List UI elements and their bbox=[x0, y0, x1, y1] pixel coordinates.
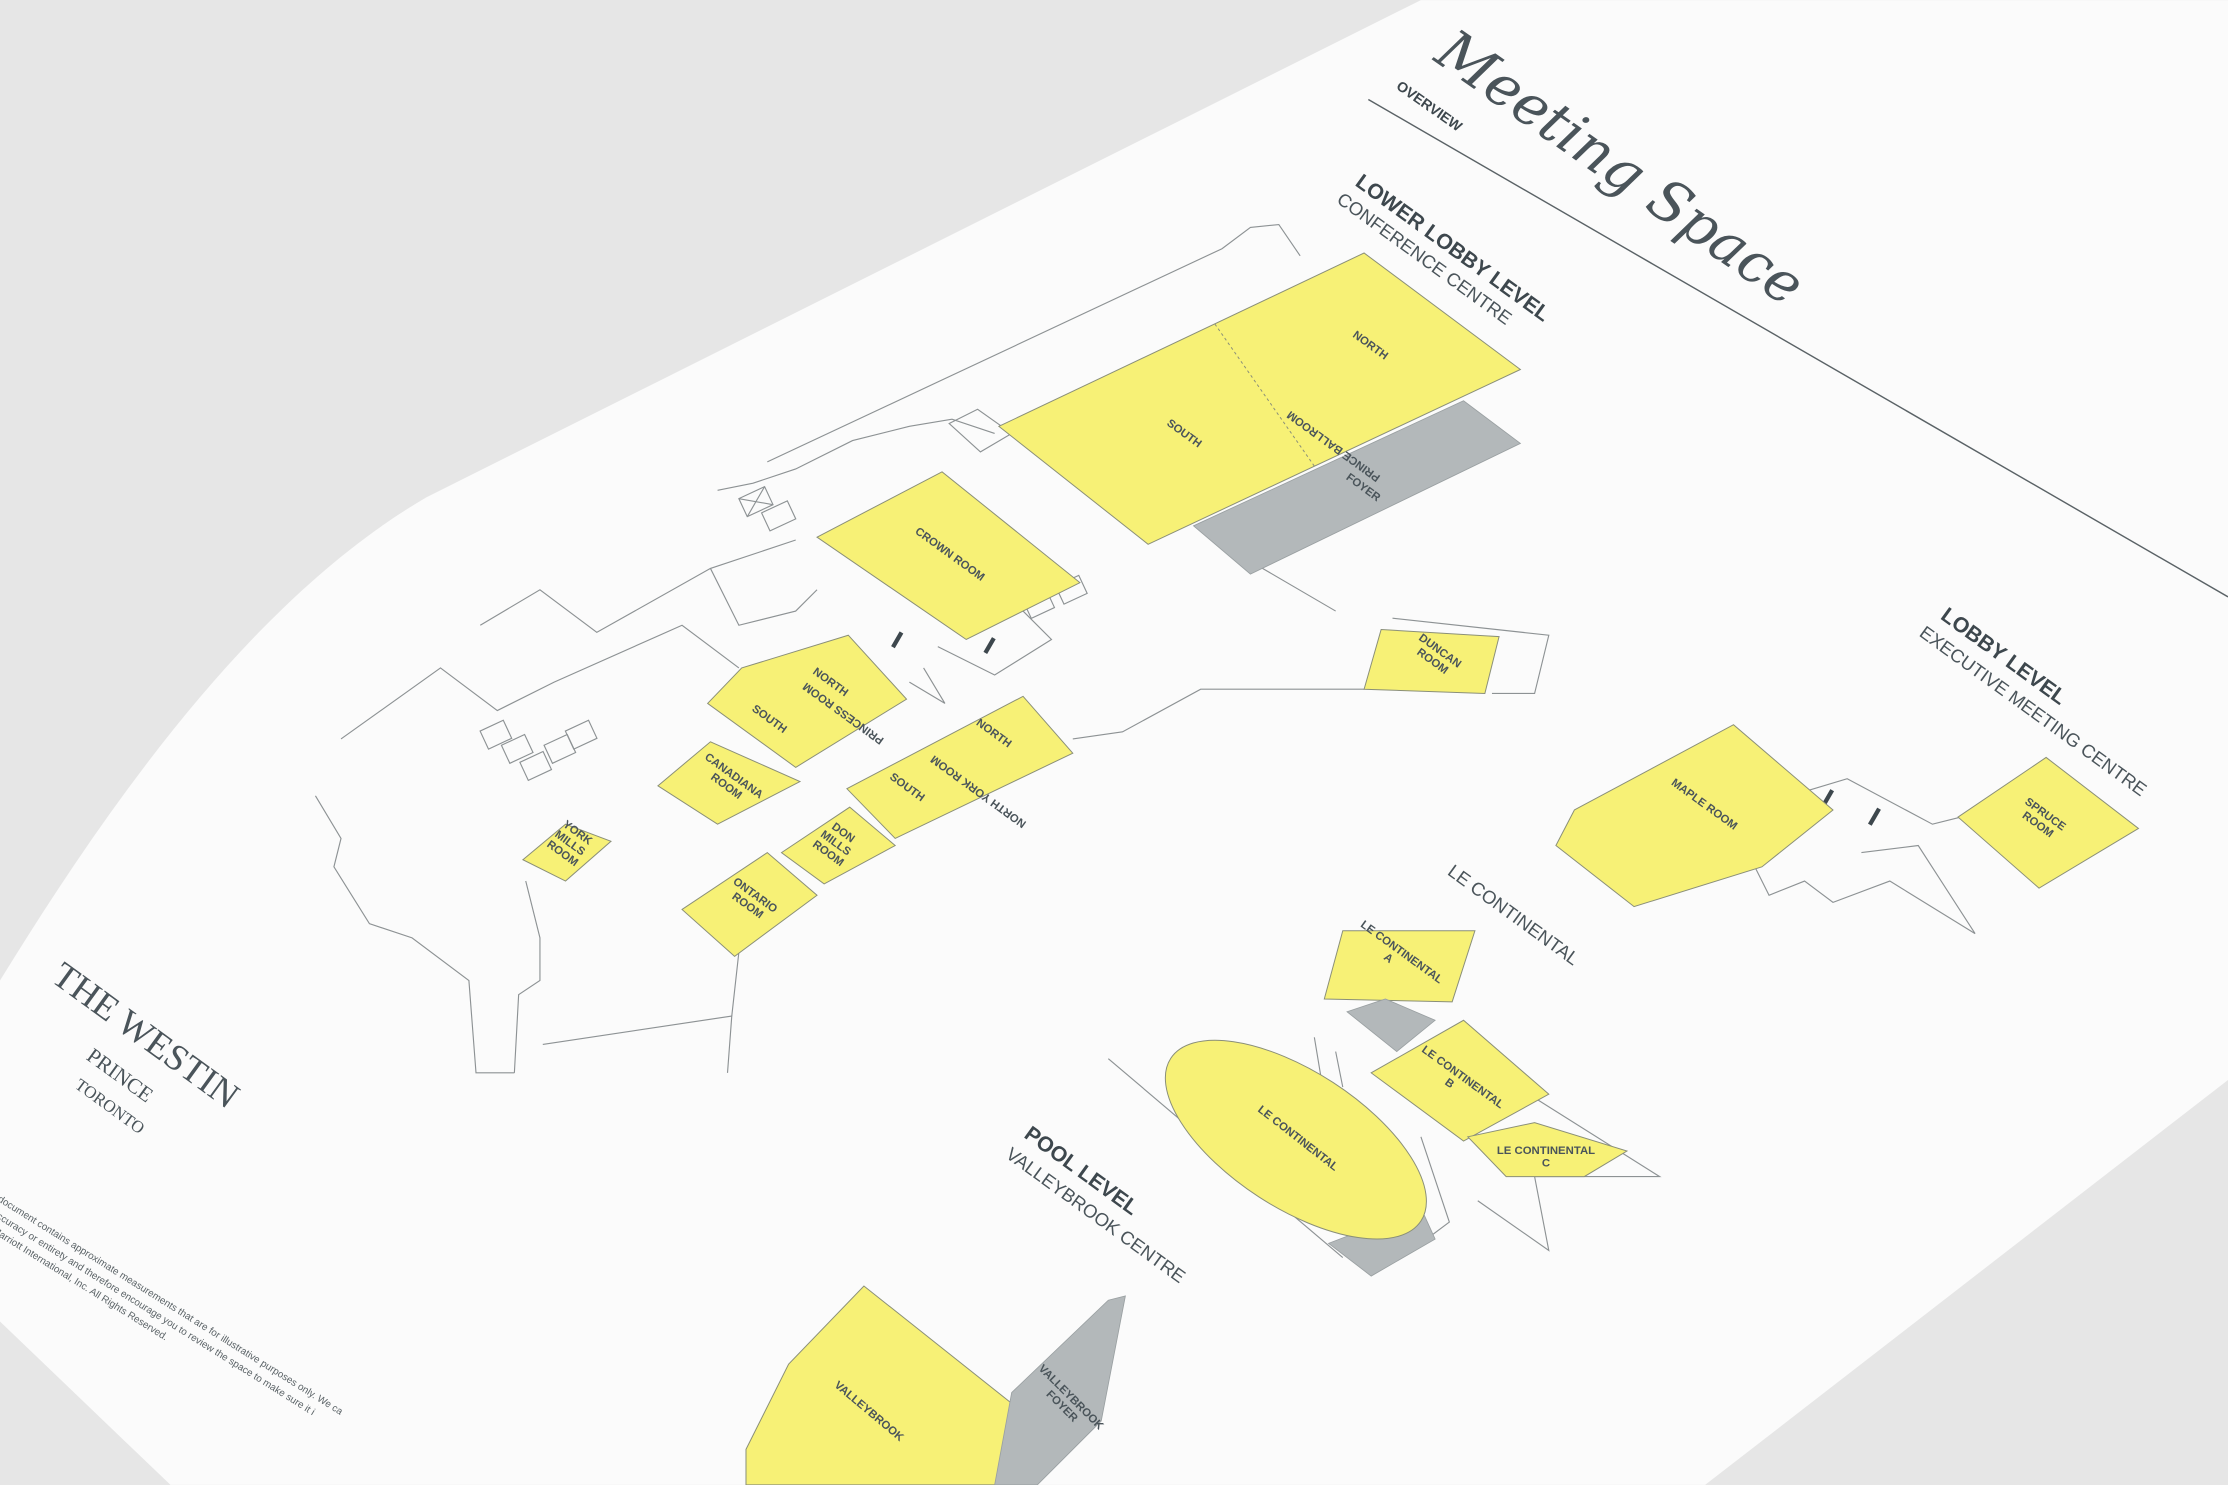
header-rule bbox=[1367, 98, 2228, 598]
le-continental-c[interactable] bbox=[1466, 1122, 1629, 1178]
princess-room[interactable] bbox=[706, 634, 908, 768]
elevator-icons bbox=[479, 485, 1088, 782]
floor-walls bbox=[314, 223, 1976, 1259]
canadiana-room[interactable] bbox=[657, 741, 802, 825]
prince-ballroom[interactable] bbox=[997, 252, 1522, 545]
don-mills-room[interactable] bbox=[780, 806, 897, 885]
crown-room[interactable] bbox=[816, 471, 1081, 641]
north-york-room[interactable] bbox=[846, 695, 1074, 840]
le-continental-a-foyer bbox=[1346, 998, 1436, 1053]
foyer-area[interactable] bbox=[1192, 400, 1522, 575]
york-mills-room[interactable] bbox=[521, 823, 612, 882]
spruce-room[interactable] bbox=[1957, 756, 2140, 889]
ballroom-divider bbox=[1214, 323, 1315, 467]
ontario-room[interactable] bbox=[681, 851, 818, 957]
le-continental-main[interactable] bbox=[1134, 1001, 1459, 1278]
duncan-room[interactable] bbox=[1363, 629, 1500, 694]
le-continental-b[interactable] bbox=[1370, 1019, 1550, 1142]
le-continental-a[interactable] bbox=[1323, 930, 1476, 1003]
maple-room[interactable] bbox=[1555, 724, 1834, 908]
